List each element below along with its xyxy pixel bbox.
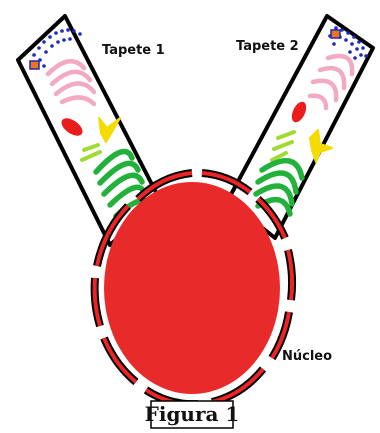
nucleus-body <box>104 182 280 394</box>
nucleus <box>95 173 292 404</box>
label-tapete-2: Tapete 2 <box>236 39 299 54</box>
orange-organelle-1 <box>30 61 39 69</box>
figure-caption: Figura 1 <box>145 402 240 426</box>
orange-organelle-2 <box>331 30 340 38</box>
label-tapete-1: Tapete 1 <box>102 43 165 58</box>
label-nucleo: Núcleo <box>282 349 332 364</box>
figure-caption-box: Figura 1 <box>145 401 240 428</box>
